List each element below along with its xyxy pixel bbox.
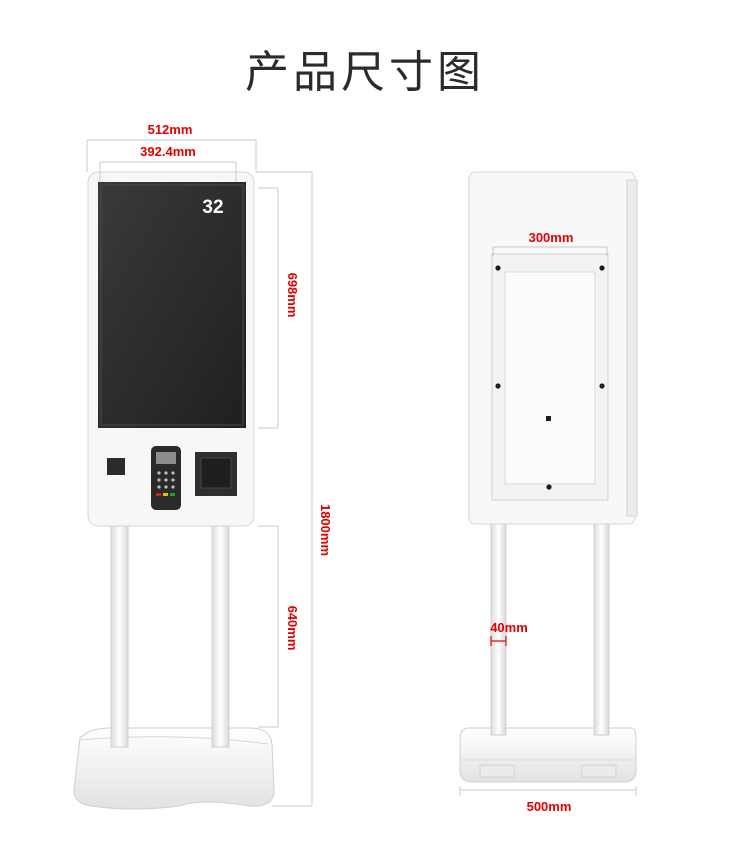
- front-view-kiosk: 32: [73, 171, 275, 810]
- back-left-pole: [490, 494, 507, 736]
- front-screen: [98, 182, 246, 428]
- front-left-pole: [110, 524, 129, 748]
- front-dimension-guides: [86, 139, 313, 807]
- back-right-pole: [593, 494, 610, 736]
- front-right-pole: [211, 524, 230, 748]
- mounting-bracket: [491, 253, 609, 501]
- front-base: [73, 727, 275, 810]
- printer-icon: [195, 452, 237, 496]
- dim-width-screen: 392.4mm: [140, 144, 196, 159]
- dim-mount-width: 300mm: [529, 230, 574, 245]
- screen-size-label: 32: [202, 197, 223, 218]
- dim-height-total: 1800mm: [318, 504, 333, 556]
- page-title: 产品尺寸图: [245, 47, 485, 98]
- scanner-icon: [107, 458, 125, 475]
- dim-base-width: 500mm: [527, 799, 572, 814]
- dim-pole-width: 40mm: [490, 620, 528, 635]
- back-dimension-guides: [459, 246, 637, 796]
- dim-height-screen: 698mm: [285, 273, 300, 318]
- back-view-kiosk: [459, 171, 638, 783]
- pole-width-marker: [490, 636, 507, 646]
- pos-terminal-icon: [151, 446, 181, 510]
- dim-height-stand: 640mm: [285, 606, 300, 651]
- dim-width-total: 512mm: [148, 122, 193, 137]
